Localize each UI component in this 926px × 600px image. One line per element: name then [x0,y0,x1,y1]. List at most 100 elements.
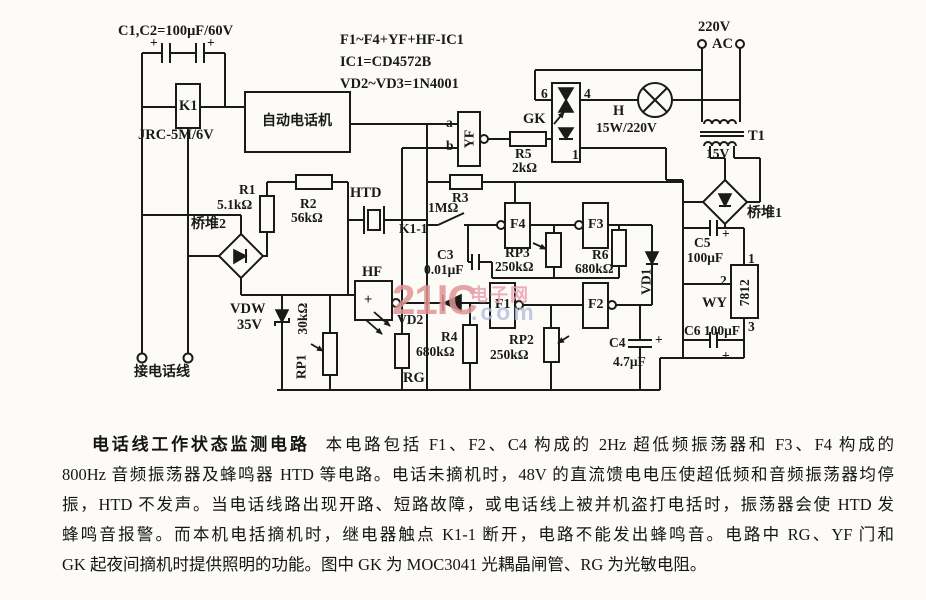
c4-value: 4.7μF [613,354,646,369]
bridge2-label: 桥堆2 [191,217,226,232]
note-ic-2: IC1=CD4572B [340,54,432,70]
light-arrow-rg-1 [365,319,383,335]
rp3-value: 250kΩ [495,259,534,274]
vd2-label: VD2 [397,312,424,327]
light-arrow-gk [553,111,565,125]
component-boxes [175,82,759,376]
relay-k1-box [175,83,201,129]
rp2-value: 250kΩ [490,347,529,362]
rp2-label: RP2 [509,332,534,347]
k1-1-label: K1-1 [399,221,428,236]
photoresistor-rg-box [394,333,410,369]
vdw-value: 35V [237,317,262,333]
r6-value: 680kΩ [575,261,614,276]
r5-label: R5 [515,146,532,161]
c4-label: C4 [609,335,626,350]
caption-line-5: GK 起夜间摘机时提供照明的功能。图中 GK 为 MOC3041 光耦晶闸管、R… [62,555,707,574]
t1-label: T1 [748,128,765,144]
gate-yf-label: YF [462,129,478,149]
telephone-label: 自动电话机 [262,114,332,129]
resistor-r4 [462,324,478,364]
bubble-f4 [496,220,506,230]
resistor-r6 [611,229,627,267]
mains-ac-label: AC [712,36,733,52]
terminal-line-2 [182,352,194,364]
c1-plus: + [150,35,158,50]
secondary-voltage-label: 15V [706,146,730,161]
pot-rp1 [322,332,338,376]
c3-value: 0.01μF [424,262,464,277]
r6-label: R6 [592,247,609,262]
r2-label: R2 [300,196,317,211]
lamp-label: H [613,103,625,119]
c5-value: 100μF [687,250,724,265]
terminal-ac-2 [735,39,745,49]
c5-plus: + [722,226,730,241]
resistor-r5 [509,131,547,147]
diode-vd1 [644,251,660,266]
gk-pin4: 4 [584,86,591,101]
hf-label: HF [362,264,383,280]
lamp-spec-label: 15W/220V [596,120,657,135]
bubble-f2 [607,300,617,310]
gate-f2-label: F2 [588,297,604,312]
zener-vdw [274,309,290,324]
note-ic-1: F1~F4+YF+HF-IC1 [340,32,464,48]
bridge1-diode [717,193,733,208]
switch-k1-1 [437,212,465,226]
caption-title: 电话线工作状态监测电路 [92,435,310,454]
r4-label: R4 [441,329,458,344]
terminal-line-1 [136,352,148,364]
vdw-label: VDW [230,301,266,317]
circuit-wiring [136,39,761,391]
regulator-7812-box [730,264,759,319]
caption-paragraph: 电话线工作状态监测电路本电路包括 F1、F2、C4 构成的 2Hz 超低频振荡器… [62,430,894,580]
r4-value: 680kΩ [416,344,455,359]
gate-f1-box [489,282,516,329]
phone-line-terminals-label: 接电话线 [134,365,190,380]
bubble-yf [479,134,489,144]
bubble-f3 [574,220,584,230]
mains-voltage-label: 220V [698,19,731,35]
gate-hf-box [354,280,393,321]
r2-value: 56kΩ [291,210,323,225]
reg-pin3: 3 [748,319,755,334]
c4-plus: + [655,332,663,347]
r3-value: 1MΩ [428,200,459,215]
gk-pin6: 6 [541,86,548,101]
capacitor-plates [161,43,718,348]
c5-label: C5 [694,235,711,250]
relay-model-label: JRC-5M/6V [138,127,214,143]
resistor-r1 [259,195,275,233]
pot-arrow-rp1 [310,343,324,352]
bubble-f1 [514,300,524,310]
gk-triac-a [557,87,575,102]
r1-value: 5.1kΩ [217,197,253,212]
gk-triac-b [557,98,575,113]
bubble-hf [391,298,401,308]
r3-label: R3 [452,190,469,205]
gk-label: GK [523,111,546,127]
arrows [310,111,570,352]
rp1-label: RP1 [293,354,309,380]
pot-arrow-rp2 [557,335,570,344]
bridge1-label: 桥堆1 [747,206,782,221]
rp3-label: RP3 [505,245,530,260]
htd-label: HTD [350,185,382,201]
gate-f4-label: F4 [510,217,526,232]
c2-plus: + [207,35,215,50]
relay-k1-label: K1 [179,98,198,114]
gk-pin1: 1 [572,147,579,162]
pot-arrow-rp3 [532,242,547,250]
zener-bar [274,318,290,326]
yf-input-a: a [446,115,453,130]
wy-label: WY [702,295,727,311]
resistor-r3 [449,174,483,190]
transformer-t1 [703,119,737,147]
light-arrow-rg-2 [373,311,391,327]
reg-pin1: 1 [748,251,755,266]
pot-rp3 [545,232,562,268]
caption-line-3: 振，HTD 不发声。当电话线路出现开路、短路故障，或电话线上被并机盗打电括时，振… [62,495,894,514]
caption-line-1-text: 本电路包括 F1、F2、C4 构成的 2Hz 超低频振荡器和 F3、F4 构成的 [325,435,895,454]
reg-pin2: 2 [720,273,727,288]
